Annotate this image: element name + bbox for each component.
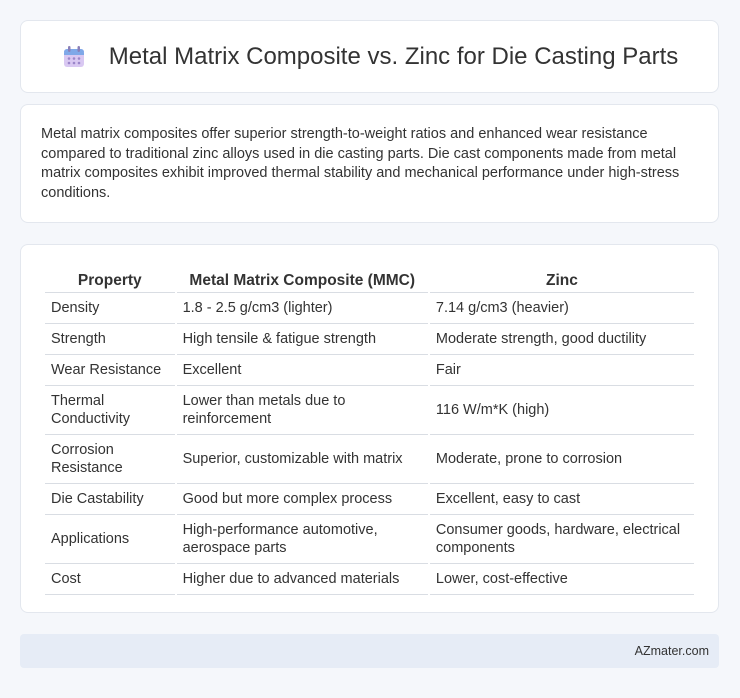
- zinc-cell: 7.14 g/cm3 (heavier): [429, 293, 694, 324]
- zinc-cell: Lower, cost-effective: [429, 564, 694, 595]
- zinc-cell: Excellent, easy to cast: [429, 484, 694, 515]
- page-title: Metal Matrix Composite vs. Zinc for Die …: [108, 42, 679, 70]
- zinc-cell: Consumer goods, hardware, electrical com…: [429, 515, 694, 564]
- table-row: Density 1.8 - 2.5 g/cm3 (lighter) 7.14 g…: [45, 293, 694, 324]
- mmc-cell: Good but more complex process: [176, 484, 428, 515]
- property-cell: Density: [45, 293, 175, 324]
- calendar-icon: [61, 44, 87, 70]
- property-cell: Cost: [45, 564, 175, 595]
- property-cell: Wear Resistance: [45, 355, 175, 386]
- table-row: Applications High-performance automotive…: [45, 515, 694, 564]
- header-card: Metal Matrix Composite vs. Zinc for Die …: [20, 20, 719, 93]
- property-cell: Die Castability: [45, 484, 175, 515]
- mmc-cell: Excellent: [176, 355, 428, 386]
- comparison-table: Property Metal Matrix Composite (MMC) Zi…: [43, 263, 696, 595]
- intro-card: Metal matrix composites offer superior s…: [20, 104, 719, 223]
- intro-text: Metal matrix composites offer superior s…: [41, 126, 680, 201]
- mmc-cell: Higher due to advanced materials: [176, 564, 428, 595]
- table-row: Corrosion Resistance Superior, customiza…: [45, 435, 694, 484]
- footer-brand-link[interactable]: AZmater.com: [634, 644, 709, 658]
- mmc-cell: 1.8 - 2.5 g/cm3 (lighter): [176, 293, 428, 324]
- zinc-cell: Moderate strength, good ductility: [429, 324, 694, 355]
- comparison-table-card: Property Metal Matrix Composite (MMC) Zi…: [20, 244, 719, 613]
- property-cell: Applications: [45, 515, 175, 564]
- table-row: Cost Higher due to advanced materials Lo…: [45, 564, 694, 595]
- footer-bar: AZmater.com: [20, 634, 719, 668]
- zinc-cell: Fair: [429, 355, 694, 386]
- table-row: Wear Resistance Excellent Fair: [45, 355, 694, 386]
- table-row: Strength High tensile & fatigue strength…: [45, 324, 694, 355]
- table-row: Die Castability Good but more complex pr…: [45, 484, 694, 515]
- zinc-cell: Moderate, prone to corrosion: [429, 435, 694, 484]
- column-header-zinc: Zinc: [429, 263, 694, 293]
- mmc-cell: Lower than metals due to reinforcement: [176, 386, 428, 435]
- mmc-cell: High tensile & fatigue strength: [176, 324, 428, 355]
- column-header-mmc: Metal Matrix Composite (MMC): [176, 263, 428, 293]
- mmc-cell: Superior, customizable with matrix: [176, 435, 428, 484]
- property-cell: Thermal Conductivity: [45, 386, 175, 435]
- mmc-cell: High-performance automotive, aerospace p…: [176, 515, 428, 564]
- zinc-cell: 116 W/m*K (high): [429, 386, 694, 435]
- table-header-row: Property Metal Matrix Composite (MMC) Zi…: [45, 263, 694, 293]
- table-row: Thermal Conductivity Lower than metals d…: [45, 386, 694, 435]
- property-cell: Corrosion Resistance: [45, 435, 175, 484]
- column-header-property: Property: [45, 263, 175, 293]
- property-cell: Strength: [45, 324, 175, 355]
